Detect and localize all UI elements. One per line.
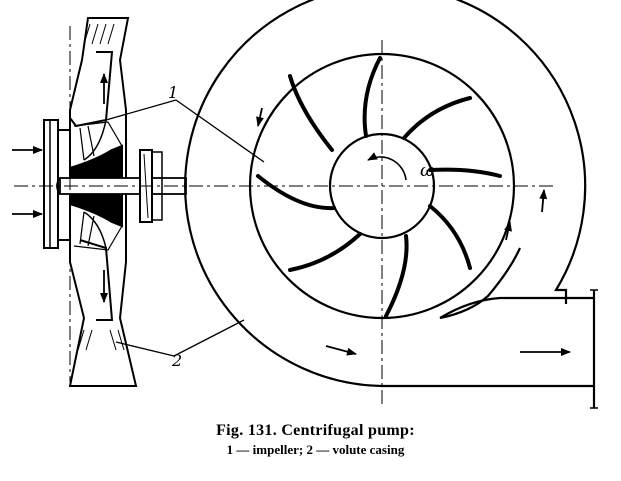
volute-tongue [439, 247, 522, 320]
caption-title: Fig. 131. Centrifugal pump: [216, 422, 415, 439]
caption-legend: 1 — impeller; 2 — volute casing [226, 442, 405, 457]
blade [428, 167, 502, 178]
impeller-blades [256, 56, 502, 318]
rotation-arrow [367, 152, 407, 181]
flow-arrow [325, 345, 357, 356]
flow-arrow [539, 189, 548, 213]
flow-arrow [256, 107, 264, 127]
volute-outer-wall [184, 0, 587, 388]
figure-caption: Fig. 131. Centrifugal pump: 1 — impeller… [0, 422, 621, 458]
upper-passage [69, 51, 114, 128]
side-impeller-vanes [73, 121, 123, 251]
blade [288, 232, 362, 272]
inlet-flange [43, 119, 59, 249]
discharge-pipe [382, 296, 594, 388]
blade [402, 96, 472, 140]
centerlines [14, 26, 556, 404]
label-angular-velocity: ω [420, 160, 435, 181]
lower-passage [79, 239, 114, 321]
side-section-view [43, 17, 187, 387]
section-hatching [77, 23, 125, 351]
blade [384, 234, 409, 318]
impeller-rim [248, 52, 516, 320]
blade [288, 74, 334, 152]
label-casing-number: 2 [171, 351, 182, 370]
volute-flow-arrows [256, 107, 571, 356]
blade [428, 204, 472, 270]
label-impeller-number: 1 [168, 83, 178, 102]
impeller-eye [328, 132, 436, 240]
side-flow-arrows [12, 73, 108, 303]
flow-arrow [504, 221, 512, 241]
volute-view [184, 0, 598, 409]
blade [256, 174, 336, 211]
blade [362, 56, 382, 138]
leader-lines [105, 99, 265, 357]
